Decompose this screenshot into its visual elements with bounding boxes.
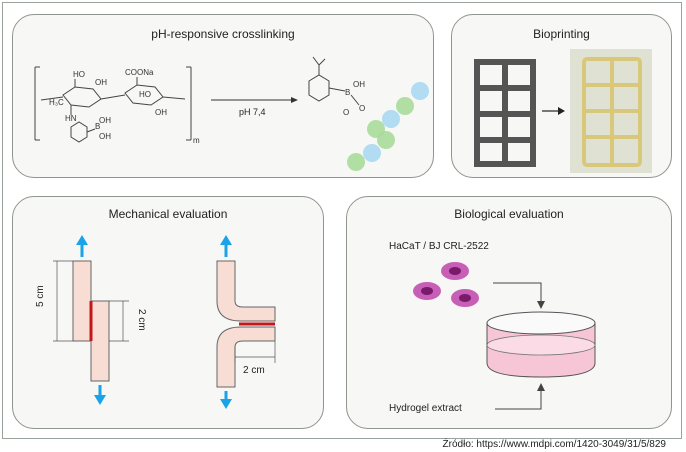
lap-sample-top xyxy=(72,260,92,342)
cell xyxy=(451,289,479,307)
bead xyxy=(377,131,395,149)
bioprinting-title: Bioprinting xyxy=(533,27,590,41)
hn-label: HN xyxy=(65,114,77,123)
bioprinting-scheme xyxy=(474,49,652,173)
biological-panel: Biological evaluation HaCaT / BJ CRL-252… xyxy=(346,196,672,429)
oh-label-1: OH xyxy=(95,78,107,87)
cell xyxy=(441,262,469,280)
tpeel-sample-top xyxy=(216,260,276,322)
bead xyxy=(363,144,381,162)
petri-dish-rim xyxy=(486,311,596,335)
ho-label-2: HO xyxy=(139,90,151,99)
sugar-ring-1 xyxy=(62,86,102,108)
product-o-label-1: O xyxy=(359,104,365,113)
cell xyxy=(413,282,441,300)
product-o-label-2: O xyxy=(343,108,349,117)
phenylboronic-ring xyxy=(70,121,88,143)
biological-title: Biological evaluation xyxy=(454,207,564,221)
source-credit: Źródło: https://www.mdpi.com/1420-3049/3… xyxy=(442,439,666,450)
mechanical-title: Mechanical evaluation xyxy=(108,207,228,221)
cell-lines-label: HaCaT / BJ CRL-2522 xyxy=(389,241,489,252)
oh-label-3: OH xyxy=(99,116,111,125)
ho-label-1: HO xyxy=(73,70,85,79)
dim-2cm-vertical: 2 cm xyxy=(136,309,147,331)
oh-label-4: OH xyxy=(99,132,111,141)
bead xyxy=(382,110,400,128)
extract-to-dish-arrow xyxy=(495,389,542,410)
dim-2cm-horizontal: 2 cm xyxy=(243,365,265,376)
lap-sample-bottom xyxy=(90,300,110,382)
bead xyxy=(396,97,414,115)
printed-scaffold xyxy=(582,57,642,167)
hydrogel-extract-label: Hydrogel extract xyxy=(389,403,462,414)
bead xyxy=(347,153,365,171)
product-phenyl-ring xyxy=(308,74,330,102)
crosslinking-panel: pH-responsive crosslinking m COONa HO HO… xyxy=(12,14,434,178)
repeat-unit-m: m xyxy=(193,136,200,145)
crosslinking-title: pH-responsive crosslinking xyxy=(151,27,295,41)
mechanical-scheme: 5 cm 2 cm 2 cm xyxy=(35,235,276,409)
bead xyxy=(411,82,429,100)
oh-label-2: OH xyxy=(155,108,167,117)
b-label: B xyxy=(95,122,100,131)
product-b-label: B xyxy=(345,88,350,97)
ph-condition: pH 7,4 xyxy=(239,107,266,117)
h3c-label: H₃C xyxy=(49,98,64,107)
coona-label: COONa xyxy=(125,68,154,77)
dim-5cm: 5 cm xyxy=(35,285,46,307)
biological-scheme xyxy=(413,262,596,410)
bioprinting-panel: Bioprinting xyxy=(451,14,672,178)
crosslinking-scheme: m COONa HO HO OH OH H₃C HN B OH OH pH 7,… xyxy=(34,56,429,171)
product-oh-label: OH xyxy=(353,80,365,89)
mechanical-panel: Mechanical evaluation 5 cm 2 cm 2 cm xyxy=(12,196,324,429)
cells-to-dish-arrow xyxy=(493,282,542,303)
